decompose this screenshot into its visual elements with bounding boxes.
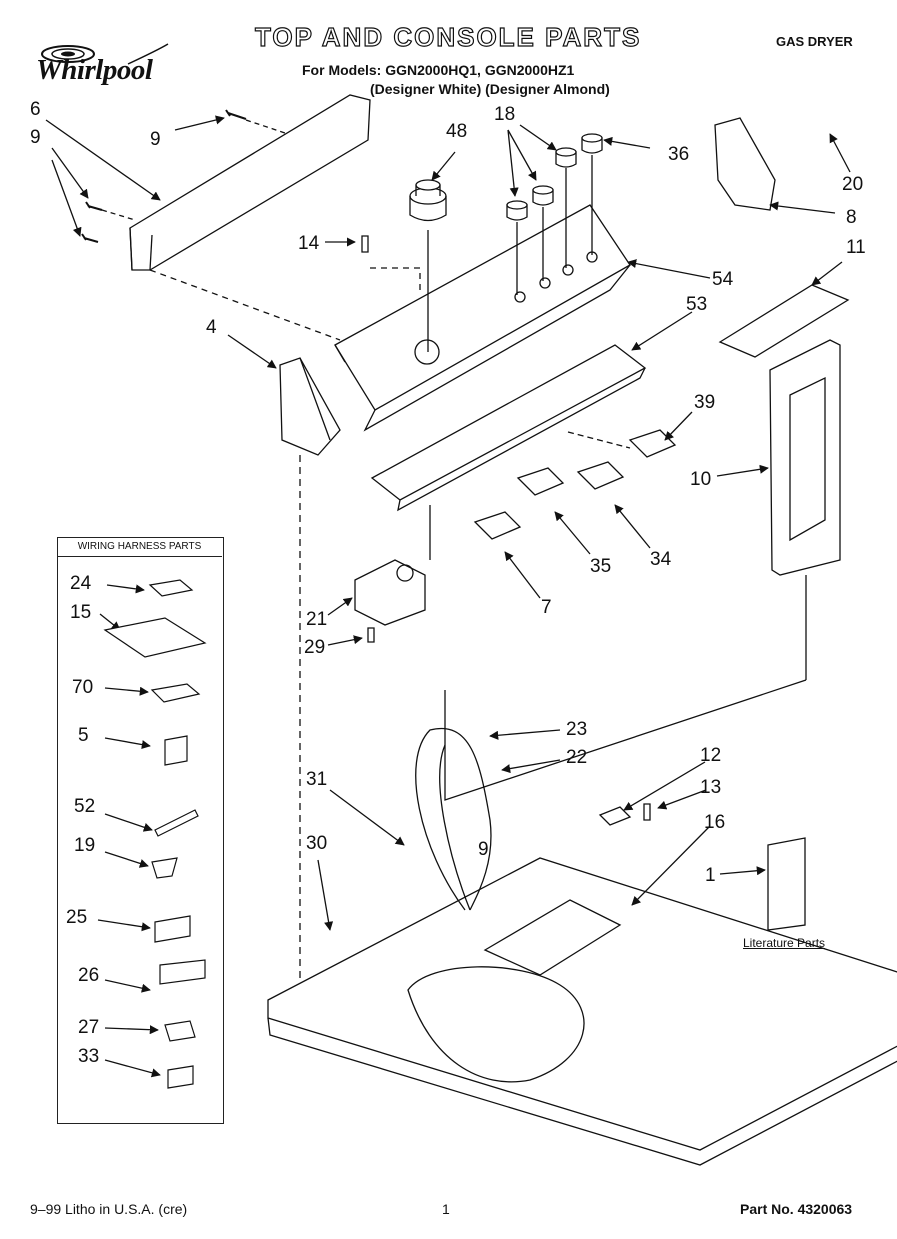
callout-34: 34 [650, 549, 672, 570]
callout-18: 18 [494, 104, 516, 125]
callout-20: 20 [842, 174, 864, 195]
callout-14: 14 [298, 233, 320, 254]
logo-text: Whirlpool [36, 54, 153, 86]
callout-39: 39 [694, 392, 716, 413]
footer-part-number: Part No. 4320063 [740, 1201, 853, 1217]
divider [57, 556, 222, 557]
harness-callout: 27 [78, 1017, 100, 1038]
callout-4: 4 [206, 317, 217, 338]
callout-36: 36 [668, 144, 690, 165]
callout-29: 29 [304, 637, 326, 658]
harness-callout: 19 [74, 835, 96, 856]
footer-print-info: 9–99 Litho in U.S.A. (cre) [30, 1201, 188, 1217]
callout-6: 6 [30, 99, 41, 120]
brand-logo: Whirlpool [28, 40, 178, 100]
logo-swirl-icon [41, 45, 95, 63]
harness-callout: 26 [78, 965, 100, 986]
callout-48: 48 [446, 121, 468, 142]
harness-callout: 24 [70, 573, 92, 594]
models-line-1: For Models: GGN2000HQ1, GGN2000HZ1 [302, 62, 575, 78]
page-title: TOP AND CONSOLE PARTS [254, 21, 642, 52]
callout-9: 9 [478, 839, 489, 860]
callout-21: 21 [306, 609, 328, 630]
callout-16: 16 [704, 812, 726, 833]
callout-13: 13 [700, 777, 722, 798]
callout-23: 23 [566, 719, 588, 740]
logo-flourish [127, 43, 169, 65]
callout-1: 1 [705, 865, 716, 886]
callout-30: 30 [306, 833, 328, 854]
models-line-2: (Designer White) (Designer Almond) [370, 81, 610, 97]
callout-54: 54 [712, 269, 734, 290]
product-type: GAS DRYER [776, 34, 853, 49]
harness-callout: 33 [78, 1046, 100, 1067]
harness-callout: 70 [72, 677, 94, 698]
callout-8: 8 [846, 207, 857, 228]
callout-7: 7 [541, 597, 552, 618]
wiring-harness-box [57, 537, 224, 1124]
callout-22: 22 [566, 747, 588, 768]
callout-31: 31 [306, 769, 328, 790]
literature-parts-label: Literature Parts [743, 936, 826, 950]
footer-page-number: 1 [442, 1201, 450, 1217]
callout-9: 9 [30, 127, 41, 148]
harness-callout: 5 [78, 725, 89, 746]
harness-callout: 15 [70, 602, 92, 623]
wiring-harness-title: WIRING HARNESS PARTS [77, 541, 202, 552]
harness-callout: 52 [74, 796, 96, 817]
callout-10: 10 [690, 469, 712, 490]
callout-35: 35 [590, 556, 612, 577]
callout-9: 9 [150, 129, 161, 150]
callout-11: 11 [846, 237, 866, 258]
callout-53: 53 [686, 294, 708, 315]
harness-callout: 25 [66, 907, 88, 928]
callout-12: 12 [700, 745, 722, 766]
